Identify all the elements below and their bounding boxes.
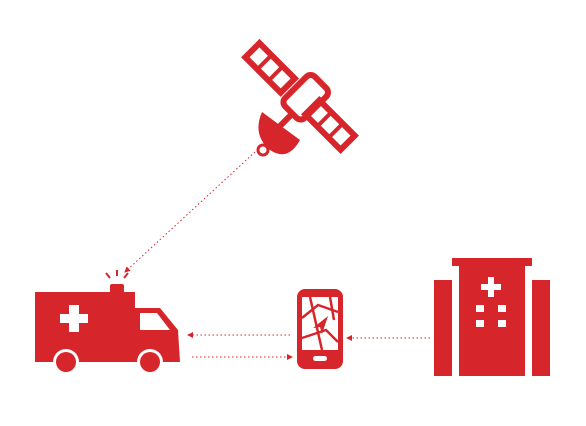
satellite-icon: [241, 38, 359, 157]
ambulance-icon: [35, 270, 180, 375]
connection-satellite-to-ambulance: [124, 151, 256, 273]
hospital-building-icon: [434, 258, 550, 376]
connections: [124, 151, 430, 360]
smartphone-map-icon: [297, 289, 343, 369]
